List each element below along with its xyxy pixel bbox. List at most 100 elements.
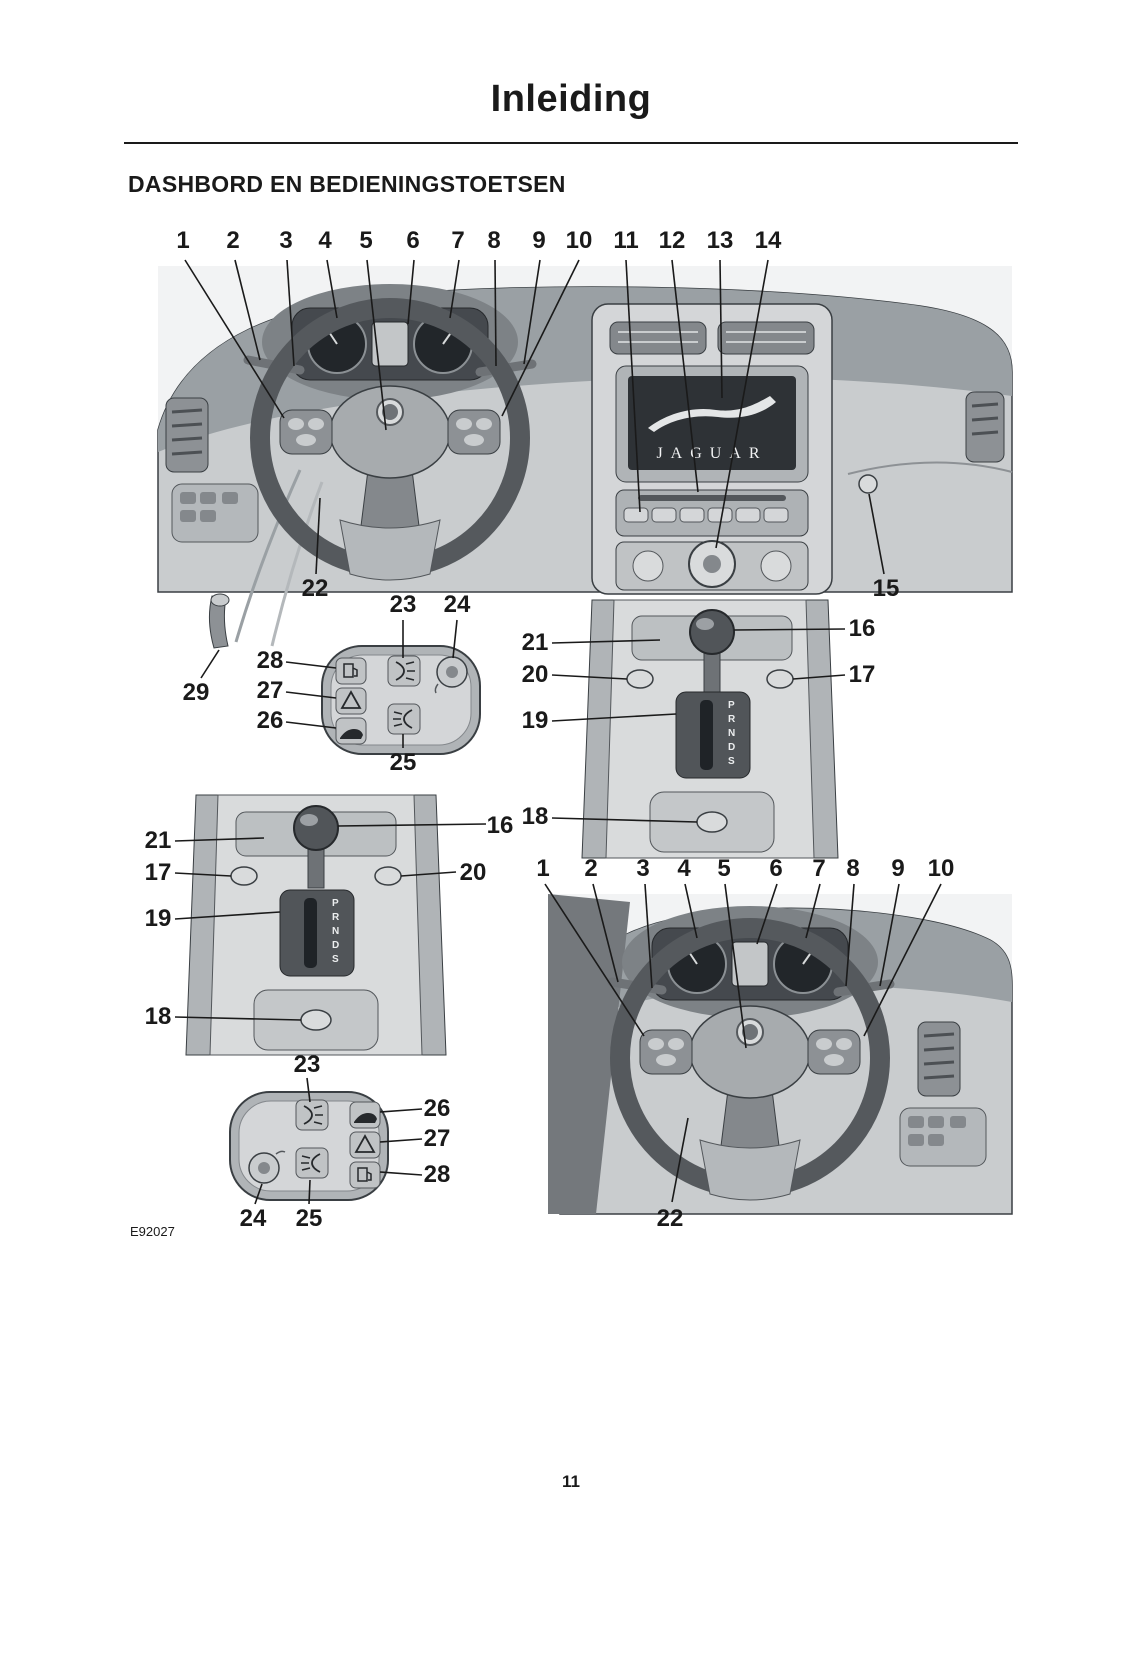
callout-18-console-left: 18 [144,1003,172,1030]
callout-16-console-left: 16 [486,812,514,839]
callout-3-wheel: 3 [636,855,650,882]
right-air-vent [917,1021,961,1097]
dashboard-driver-illustration [548,894,1013,1215]
console-right-button [374,866,402,886]
callout-22-dash: 22 [301,575,329,602]
callout-7-dash: 7 [451,227,465,254]
headlamp-levelling-knob [434,656,468,694]
gear-selector [689,609,735,693]
callout-17-console-right: 17 [848,661,876,688]
callout-8-wheel: 8 [846,855,860,882]
front-fog-button [295,1099,329,1131]
callout-29: 29 [182,679,210,706]
console-right-button [766,669,794,689]
jaguar-screen-text: JAGUAR [656,445,767,462]
callout-14-dash: 14 [754,227,782,254]
callout-22-wheel: 22 [656,1205,684,1232]
touchscreen: JAGUAR [615,365,809,483]
gear-position-label: P [728,700,735,711]
right-wheel-switches [447,409,501,455]
rear-fog-button [387,703,421,735]
callout-16-console-right: 16 [848,615,876,642]
headlamp-levelling-knob [248,1150,286,1184]
cubby-release-button [696,811,728,833]
center-stack: JAGUAR [591,303,833,595]
gear-selector [293,805,339,889]
gear-position-label: R [728,714,736,725]
glovebox-seam [847,461,1013,475]
lighting-control-pod-left [321,645,481,755]
callout-25-pod2: 25 [295,1205,323,1232]
callout-4-dash: 4 [318,227,332,254]
audio-unit [615,489,809,537]
gear-position-label: S [728,756,735,767]
gear-position-label: D [332,940,339,951]
callout-15-dash: 15 [872,575,900,602]
callout-9-wheel: 9 [891,855,905,882]
callout-11-dash: 11 [613,227,639,254]
callout-18-console-right: 18 [521,803,549,830]
hazard-warning-button [335,687,367,715]
callout-1-dash: 1 [176,227,190,254]
center-console-right: P R N D S [581,599,839,859]
callout-20-console-left: 20 [459,859,487,886]
callout-9-dash: 9 [532,227,546,254]
lighting-control-pod-bottom [229,1091,389,1201]
callout-4-wheel: 4 [677,855,691,882]
callout-24-pod: 24 [443,591,471,618]
right-wheel-switches [807,1029,861,1075]
console-left-button [230,866,258,886]
callout-28-pod: 28 [256,647,284,674]
leader-lines-driver [544,883,942,1203]
callout-27-pod: 27 [256,677,284,704]
cubby-release-button [300,1009,332,1031]
callout-3-dash: 3 [279,227,293,254]
right-air-vent [965,391,1005,463]
callout-2-dash: 2 [226,227,240,254]
callout-10-dash: 10 [565,227,593,254]
callout-23-pod2: 23 [293,1051,321,1078]
left-air-vent [165,397,209,473]
figure-code: E92027 [130,1224,175,1239]
glovebox-release-button [858,474,878,494]
callout-6-dash: 6 [406,227,420,254]
center-console-left: P R N D S [185,794,447,1056]
callout-17-console-left: 17 [144,859,172,886]
callout-26-pod2: 26 [423,1095,451,1122]
gear-position-label: S [332,954,339,965]
a-pillar [548,894,630,1214]
leaping-jaguar-icon [648,396,776,432]
boot-release-button [349,1101,381,1129]
callout-24-pod2: 24 [239,1205,267,1232]
callout-5-wheel: 5 [717,855,731,882]
gear-position-label: N [332,926,339,937]
callout-7-wheel: 7 [812,855,826,882]
page-number: 11 [562,1472,580,1491]
kick-panel-line [234,469,302,643]
fuel-filler-button [349,1161,381,1189]
leader-lines-pod-left [285,619,458,748]
callout-8-dash: 8 [487,227,501,254]
callout-6-wheel: 6 [769,855,783,882]
callout-13-dash: 13 [706,227,734,254]
callout-23-pod: 23 [389,591,417,618]
callout-28-pod2: 28 [423,1161,451,1188]
bonnet-release-lever [208,593,230,649]
callout-1-wheel: 1 [536,855,550,882]
dashboard-front-illustration: JAGUAR [157,266,1013,649]
callout-27-pod2: 27 [423,1125,451,1152]
gear-position-label: N [728,728,735,739]
hazard-warning-button [349,1131,381,1159]
callout-5-dash: 5 [359,227,373,254]
callout-19-console-left: 19 [144,905,172,932]
gear-position-label: D [728,742,735,753]
gear-position-label: R [332,912,340,923]
callout-19-console-right: 19 [521,707,549,734]
door-switch-panel [899,1107,987,1167]
callout-25-pod: 25 [389,749,417,776]
leader-lines-dashboard [184,259,885,679]
kick-panel-line-2 [270,481,324,647]
steering-column-cowl [699,1139,801,1201]
